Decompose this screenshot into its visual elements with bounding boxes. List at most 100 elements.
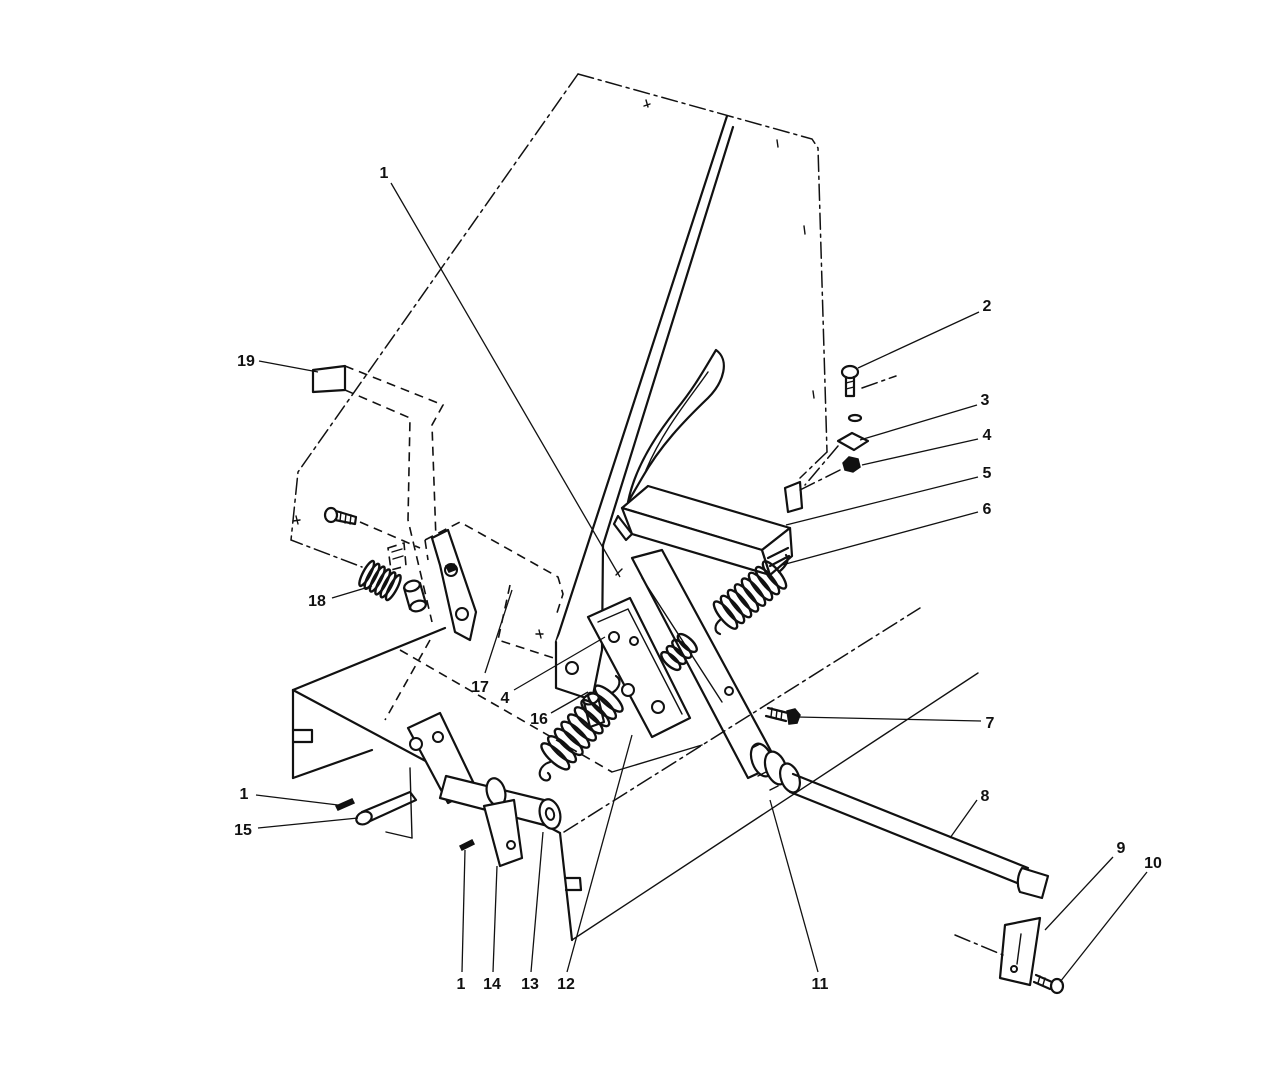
spring-coil <box>540 742 571 771</box>
tension-spring-center <box>660 632 698 672</box>
leader-line <box>769 799 819 973</box>
spring-coil <box>580 698 611 728</box>
plate-hole <box>651 700 665 714</box>
callout-19: 19 <box>237 353 255 370</box>
leader-line <box>257 817 359 829</box>
callout-15: 15 <box>234 822 252 839</box>
leader-line <box>513 636 606 691</box>
callout-16: 16 <box>530 711 548 728</box>
spring-coil <box>676 632 698 654</box>
bushing-11 <box>749 742 801 794</box>
spring-coil <box>712 600 739 630</box>
spring-coil <box>671 638 693 660</box>
callout-7: 7 <box>986 715 995 732</box>
spring-coil <box>733 583 760 613</box>
callout-1-top: 1 <box>380 165 389 182</box>
shield-rivet <box>643 99 651 108</box>
carriage-bolt-2 <box>840 364 897 398</box>
shield-rivets <box>292 99 815 639</box>
cotter-pins-1 <box>334 798 476 852</box>
shield-rivet <box>535 629 544 639</box>
shield-rivet <box>292 515 301 525</box>
leader-line <box>1044 856 1114 931</box>
spring-coil <box>665 644 687 666</box>
control-rod-8 <box>788 772 1050 900</box>
bracket-19 <box>311 364 445 623</box>
cotter-pin <box>334 798 356 811</box>
callout-4-middle: 4 <box>501 690 510 707</box>
washer-3 <box>804 413 870 486</box>
pivot-plate-hole <box>432 731 444 743</box>
leader-line <box>1059 871 1148 983</box>
spring-coil <box>726 588 753 619</box>
leader-line <box>796 716 982 722</box>
callout-17: 17 <box>471 679 489 696</box>
spring-coil <box>374 568 392 596</box>
mount-bracket-9 <box>954 916 1042 987</box>
bolt-7 <box>764 706 801 725</box>
spring-coil <box>660 650 682 672</box>
leader-line <box>781 511 979 566</box>
spring-hook <box>610 674 621 695</box>
shield-rivet <box>803 225 806 235</box>
clevis-pin-15 <box>355 767 418 839</box>
callout-1-bottom: 1 <box>457 976 466 993</box>
spring-coil <box>384 573 402 602</box>
leader-line <box>461 849 466 973</box>
callout-4-right: 4 <box>983 427 992 444</box>
spring-hook <box>714 618 722 636</box>
spring-coil <box>740 577 767 607</box>
spring-anchor-bracket <box>387 541 407 572</box>
leader-line <box>258 360 319 373</box>
pivot-bracket <box>430 528 478 642</box>
callout-6: 6 <box>983 501 992 518</box>
spring-plate-12 <box>586 596 692 739</box>
link-plate-hole <box>506 840 516 850</box>
spring-coil <box>593 684 624 713</box>
leader-line <box>859 404 978 441</box>
roller-bushing <box>402 579 428 613</box>
callout-13: 13 <box>521 976 539 993</box>
spring-coil <box>358 559 376 588</box>
leader-line <box>785 476 979 526</box>
callout-18: 18 <box>308 593 326 610</box>
leader-line <box>949 799 978 839</box>
callout-labels: 1 2 3 4 5 6 7 8 9 10 11 12 13 14 1 15 1 … <box>234 165 1162 993</box>
spring-hook <box>538 760 552 782</box>
pivot-nut <box>444 563 459 573</box>
leader-line <box>857 311 980 369</box>
leader-line <box>331 585 373 599</box>
bracket-17 <box>424 521 564 661</box>
cotter-pin <box>458 838 476 852</box>
spring-coil <box>379 571 397 599</box>
spring-coil <box>553 727 584 757</box>
bolt-10 <box>1032 973 1065 995</box>
callout-9: 9 <box>1117 840 1126 857</box>
spring-coil <box>747 571 774 602</box>
tension-spring-lower <box>540 684 624 771</box>
callout-5: 5 <box>983 465 992 482</box>
pivot-bracket-hole <box>455 607 469 621</box>
shield-rivet <box>812 390 815 399</box>
callout-14: 14 <box>483 976 501 993</box>
callout-2: 2 <box>983 298 992 315</box>
callout-12: 12 <box>557 976 575 993</box>
shield-deflector <box>290 73 828 644</box>
plate-hole <box>629 636 639 646</box>
callout-1-left: 1 <box>240 786 249 803</box>
leader-line <box>484 589 513 674</box>
callout-10: 10 <box>1144 855 1162 872</box>
spring-coil <box>560 720 591 749</box>
lever-arm-hole <box>565 661 579 675</box>
plate-hole <box>608 631 620 643</box>
pedal-mount-bracket <box>783 469 841 514</box>
spring-coil <box>573 706 604 735</box>
shield-rivet <box>776 139 779 148</box>
locknut-4 <box>842 456 861 473</box>
spring-coil <box>719 594 746 625</box>
mount-bracket-hole <box>1010 965 1018 973</box>
spring-coil <box>368 565 386 593</box>
pivot-plate-hole <box>409 737 423 751</box>
pedal-arm-hole <box>724 686 734 696</box>
